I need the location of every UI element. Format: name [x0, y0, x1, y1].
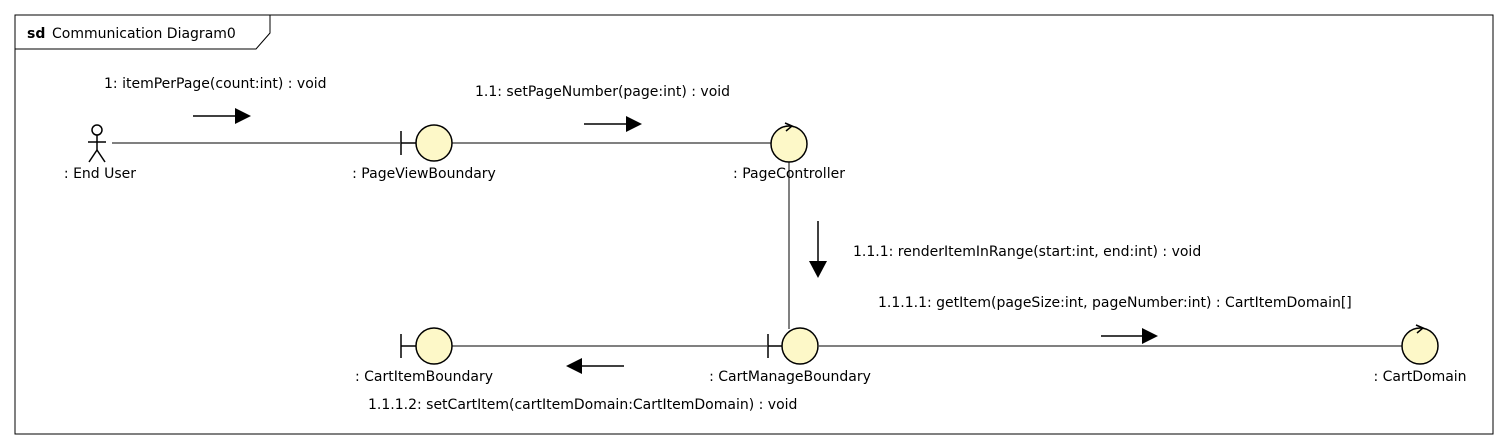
control-icon	[1401, 324, 1439, 365]
message-1-1-1-label: 1.1.1: renderItemInRange(start:int, end:…	[853, 244, 1201, 260]
end-user-label: : End User	[64, 166, 136, 182]
right-arrow-icon	[584, 116, 642, 132]
boundary-icon	[400, 124, 453, 162]
cart-manage-boundary[interactable]: : CartManageBoundary	[709, 327, 871, 385]
page-controller[interactable]: : PageController	[733, 122, 845, 182]
message-1-1-1-2[interactable]: 1.1.1.2: setCartItem(cartItemDomain:Cart…	[368, 358, 797, 413]
right-arrow-icon	[1101, 328, 1158, 344]
right-arrow-icon	[193, 108, 251, 124]
diagram-frame	[14, 14, 1494, 435]
frame-title: Communication Diagram0	[52, 26, 236, 42]
cart-domain[interactable]: : CartDomain	[1373, 324, 1467, 385]
message-1-1-1[interactable]: 1.1.1: renderItemInRange(start:int, end:…	[809, 221, 1201, 278]
message-1-1-1-1-label: 1.1.1.1: getItem(pageSize:int, pageNumbe…	[878, 295, 1352, 311]
page-view-boundary-label: : PageViewBoundary	[352, 166, 496, 182]
cart-item-boundary-label: : CartItemBoundary	[355, 369, 493, 385]
frame-label-tab	[15, 14, 271, 50]
left-arrow-icon	[566, 358, 624, 374]
boundary-icon	[400, 327, 453, 365]
message-1-1-1-1[interactable]: 1.1.1.1: getItem(pageSize:int, pageNumbe…	[878, 295, 1352, 344]
cart-item-boundary[interactable]: : CartItemBoundary	[355, 327, 493, 385]
down-arrow-icon	[809, 221, 827, 278]
message-1-1-label: 1.1: setPageNumber(page:int) : void	[475, 84, 730, 100]
boundary-icon	[767, 327, 819, 365]
message-1-label: 1: itemPerPage(count:int) : void	[104, 76, 327, 92]
message-1[interactable]: 1: itemPerPage(count:int) : void	[104, 76, 327, 124]
cart-domain-label: : CartDomain	[1373, 369, 1466, 385]
actor-icon	[88, 124, 106, 163]
end-user-actor[interactable]: : End User	[64, 124, 136, 182]
page-view-boundary[interactable]: : PageViewBoundary	[352, 124, 496, 182]
cart-manage-boundary-label: : CartManageBoundary	[709, 369, 871, 385]
message-1-1-1-2-label: 1.1.1.2: setCartItem(cartItemDomain:Cart…	[368, 397, 797, 413]
control-icon	[770, 122, 808, 163]
page-controller-label: : PageController	[733, 166, 845, 182]
frame-keyword: sd	[27, 26, 45, 42]
message-1-1[interactable]: 1.1: setPageNumber(page:int) : void	[475, 84, 730, 132]
